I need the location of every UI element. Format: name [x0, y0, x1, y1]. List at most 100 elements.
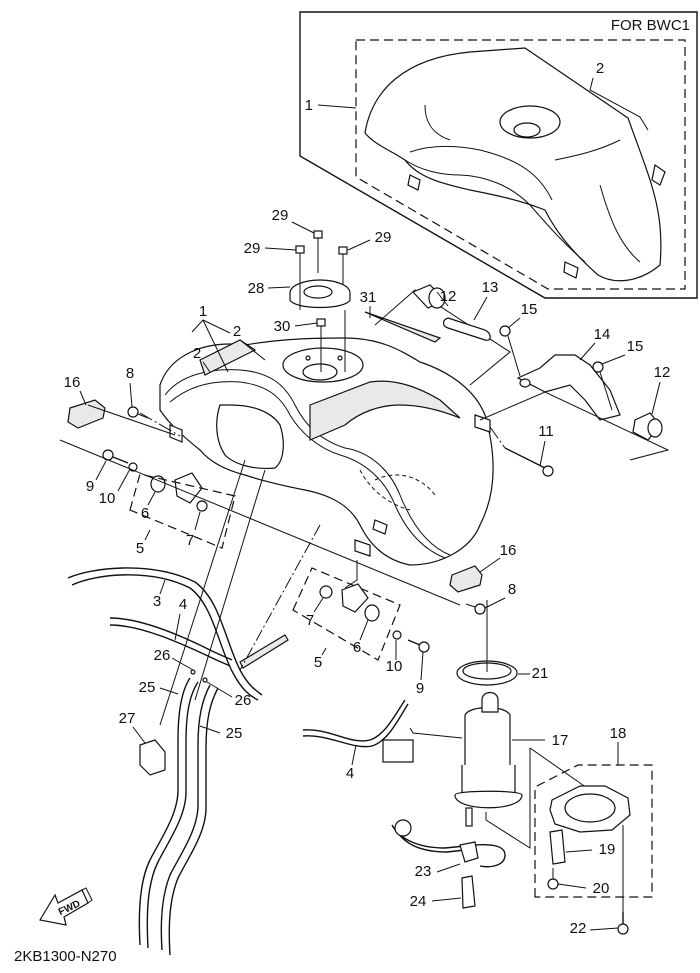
- inset-callout-1: 1: [305, 97, 313, 114]
- inset-frame: [299, 11, 698, 299]
- callout-14: 14: [594, 326, 611, 343]
- ring-assembly-18: [534, 764, 653, 935]
- callout-19: 19: [599, 841, 616, 858]
- callout-4a: 4: [179, 596, 187, 613]
- callout-27: 27: [119, 710, 136, 727]
- callout-21: 21: [532, 665, 549, 682]
- callout-20: 20: [593, 880, 610, 897]
- left-mount-assembly: [59, 399, 461, 606]
- clip-27: [139, 739, 166, 776]
- callout-29a: 29: [272, 207, 289, 224]
- callout-23: 23: [415, 863, 432, 880]
- strip-31: [364, 311, 442, 343]
- collar-7-b: [319, 585, 333, 599]
- group-18: [534, 764, 653, 898]
- callout-9a: 9: [86, 478, 94, 495]
- inset-bwc1: FOR BWC1 1 2: [299, 11, 698, 299]
- hose-25-a: [138, 677, 191, 946]
- callout-2b: 2: [233, 323, 241, 340]
- callout-30: 30: [274, 318, 291, 335]
- callout-5a: 5: [136, 540, 144, 557]
- screw-20: [547, 868, 559, 890]
- callout-29c: 29: [375, 229, 392, 246]
- bolt-9-a: [102, 449, 129, 464]
- callout-22: 22: [570, 920, 587, 937]
- bolt-29-b: [313, 230, 323, 273]
- callout-31: 31: [360, 289, 377, 306]
- callout-16a: 16: [64, 374, 81, 391]
- callout-7b: 7: [306, 612, 314, 629]
- fuel-pump-17: [464, 706, 511, 770]
- bracket-5-a: [174, 472, 203, 504]
- callout-1: 1: [199, 303, 207, 320]
- bolt-11: [504, 447, 554, 477]
- fuel-pump-assembly: [382, 600, 591, 909]
- bolt-15-a: [499, 325, 521, 377]
- pad-16-a: [67, 399, 106, 429]
- callout-9b: 9: [416, 680, 424, 697]
- hose-4-upper: [109, 617, 233, 661]
- callout-15a: 15: [521, 301, 538, 318]
- callout-11: 11: [538, 423, 554, 440]
- fuel-cap-assembly: [289, 230, 351, 372]
- callout-6a: 6: [141, 505, 149, 522]
- callout-8a: 8: [126, 365, 134, 382]
- collar-7-a: [196, 500, 208, 512]
- callout-15b: 15: [627, 338, 644, 355]
- damper-12-right: [632, 412, 663, 441]
- bracket-5-b: [341, 583, 369, 613]
- callout-7a: 7: [186, 532, 194, 549]
- inset-dashed-group: [355, 39, 686, 290]
- screw-22: [617, 825, 629, 935]
- callout-28: 28: [248, 280, 265, 297]
- callout-24: 24: [410, 893, 427, 910]
- rear-bracket-assembly: [411, 284, 670, 477]
- lower-mount-assembly: [292, 560, 486, 661]
- collar-13: [442, 317, 491, 341]
- bolt-29-c: [338, 246, 348, 285]
- bush-6-a: [150, 475, 166, 493]
- bracket-19: [549, 829, 566, 865]
- fuel-sender: [382, 739, 414, 763]
- hose-25-b: [160, 684, 211, 951]
- inset-callout-1-line: [317, 104, 357, 109]
- fwd-arrow: FWD: [39, 887, 93, 926]
- connector-24: [461, 875, 476, 909]
- damper-12-left: [411, 284, 447, 309]
- callout-29b: 29: [244, 240, 261, 257]
- fuel-tank: [159, 337, 494, 566]
- callout-17: 17: [552, 732, 569, 749]
- callout-26b: 26: [235, 692, 252, 709]
- bush-6-b: [364, 604, 380, 622]
- callout-6b: 6: [353, 639, 361, 656]
- bolt-9-b: [407, 639, 430, 653]
- inset-label: FOR BWC1: [611, 17, 690, 34]
- callout-10a: 10: [99, 490, 116, 507]
- callout-16b: 16: [500, 542, 517, 559]
- callout-8b: 8: [508, 581, 516, 598]
- connector-23: [459, 841, 479, 863]
- callout-4b: 4: [346, 765, 354, 782]
- hose-4-lower: [302, 699, 406, 742]
- group-5-b: [292, 567, 401, 661]
- callout-12a: 12: [440, 288, 457, 305]
- inset-callout-2: 2: [596, 60, 604, 77]
- group-5-a: [129, 473, 236, 549]
- washer-10-b: [392, 630, 402, 640]
- diagram-code: 2KB1300-N270: [14, 948, 117, 965]
- callout-12b: 12: [654, 364, 671, 381]
- inset-fuel-tank: [364, 47, 666, 282]
- bolt-8-a: [127, 406, 149, 419]
- hoses: [67, 459, 409, 956]
- pad-16-b: [449, 565, 483, 593]
- callout-3: 3: [153, 593, 161, 610]
- hose-3: [67, 567, 263, 696]
- callout-25a: 25: [139, 679, 156, 696]
- callout-25b: 25: [226, 725, 243, 742]
- callout-2a: 2: [193, 345, 201, 362]
- callout-13: 13: [482, 279, 499, 296]
- callout-18: 18: [610, 725, 627, 742]
- callout-26a: 26: [154, 647, 171, 664]
- bolt-8-b: [465, 603, 486, 615]
